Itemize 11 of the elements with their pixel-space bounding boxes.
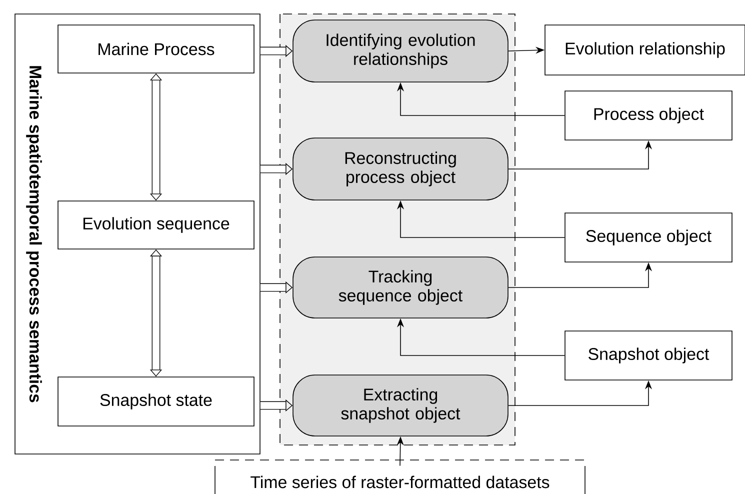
process-step: Tracking sequence object	[292, 256, 508, 318]
concept-box: Evolution relationship	[544, 24, 745, 76]
concept-box: Evolution sequence	[58, 200, 254, 250]
concept-box: Snapshot state	[58, 376, 254, 426]
concept-box: Sequence object	[564, 212, 732, 262]
concept-box: Snapshot object	[564, 330, 732, 380]
concept-box: Process object	[564, 90, 732, 140]
concept-box: Marine Process	[58, 24, 254, 74]
process-step: Identifying evolution relationships	[292, 20, 508, 82]
process-step: Reconstructing process object	[292, 138, 508, 200]
process-step: Extracting snapshot object	[292, 374, 508, 436]
